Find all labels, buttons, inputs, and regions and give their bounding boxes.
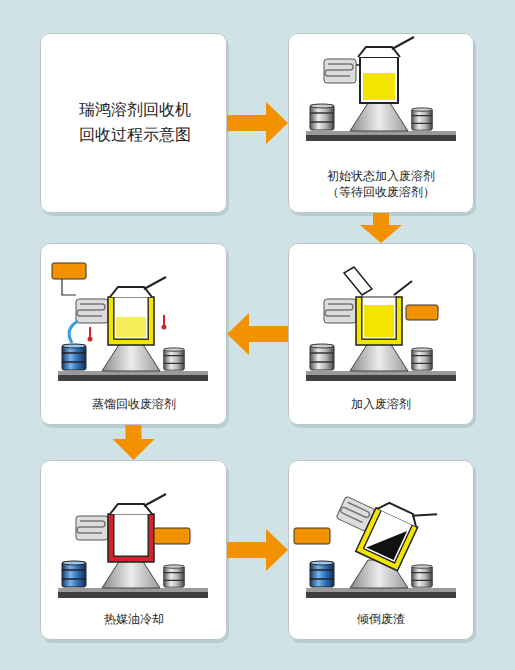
panel-ground bbox=[40, 243, 227, 425]
machine-distilling bbox=[58, 371, 208, 381]
machine-distilling bbox=[76, 299, 112, 323]
machine-initial bbox=[363, 73, 395, 100]
machine-distilling bbox=[69, 321, 78, 343]
machine-distilling bbox=[62, 344, 86, 370]
machine-filling bbox=[364, 305, 394, 337]
machine-filling bbox=[412, 348, 433, 370]
machine-initial bbox=[412, 108, 433, 130]
machine-distilling bbox=[108, 297, 154, 345]
machine-filling bbox=[306, 267, 456, 381]
machine-cooling bbox=[154, 528, 190, 544]
machine-initial bbox=[306, 37, 456, 141]
machine-filling bbox=[350, 343, 408, 371]
machine-initial bbox=[306, 131, 456, 141]
machine-distilling bbox=[110, 277, 166, 297]
step-panel: 蒸馏回收废溶剂 bbox=[40, 243, 227, 425]
machine-distilling bbox=[62, 279, 76, 295]
machine-initial bbox=[350, 103, 408, 131]
machine-filling bbox=[406, 305, 438, 320]
machine-cooling bbox=[62, 561, 86, 587]
machine-filling bbox=[362, 297, 396, 339]
machine-filling bbox=[394, 281, 412, 295]
step-panel: 倾倒废渣 bbox=[288, 460, 474, 640]
machine-filling bbox=[344, 267, 372, 295]
step-panel: 加入废溶剂 bbox=[288, 243, 474, 425]
machine-filling bbox=[310, 344, 334, 370]
machine-cooling bbox=[110, 494, 166, 514]
machine-filling bbox=[356, 297, 402, 345]
machine-dumping bbox=[294, 476, 456, 598]
machine-distilling bbox=[164, 348, 185, 370]
step-panel: 初始状态加入废溶剂（等待回收废溶剂） bbox=[288, 33, 474, 213]
machine-distilling bbox=[116, 317, 146, 337]
machine-distilling bbox=[52, 263, 86, 279]
tilted-tank bbox=[378, 491, 437, 533]
machine-cooling bbox=[58, 588, 208, 598]
step-caption: 瑞鸿溶剂回收机 回收过程示意图 bbox=[79, 98, 194, 148]
flow-arrow bbox=[113, 425, 155, 460]
tilted-tank bbox=[327, 476, 437, 576]
machine-distilling bbox=[114, 297, 148, 339]
step-caption: 蒸馏回收废溶剂 bbox=[92, 396, 176, 412]
machine-distilling bbox=[88, 337, 93, 342]
flow-arrow bbox=[227, 102, 288, 144]
machine-distilling bbox=[102, 343, 160, 371]
step-caption: 初始状态加入废溶剂 bbox=[327, 168, 435, 184]
machine-initial bbox=[324, 59, 360, 83]
machine-dumping bbox=[306, 588, 456, 598]
machine-dumping bbox=[412, 565, 433, 587]
machine-distilling bbox=[52, 263, 208, 381]
flow-arrow bbox=[227, 529, 288, 571]
flow-arrow bbox=[360, 213, 402, 243]
machine-initial bbox=[360, 57, 398, 103]
machine-dumping bbox=[310, 561, 334, 587]
machine-distilling bbox=[89, 327, 91, 337]
panel-ground bbox=[40, 33, 476, 643]
step-caption: 倾倒废渣 bbox=[357, 611, 405, 627]
panel-ground bbox=[40, 33, 227, 213]
tilted-tank bbox=[366, 518, 407, 560]
panel-ground bbox=[288, 243, 474, 425]
machine-filling bbox=[324, 299, 360, 323]
machine-cooling bbox=[76, 516, 112, 540]
step-caption: （等待回收废溶剂） bbox=[327, 184, 435, 200]
machine-cooling bbox=[108, 514, 154, 562]
title-panel: 瑞鸿溶剂回收机 回收过程示意图 bbox=[40, 33, 227, 213]
step-panel: 热媒油冷却 bbox=[40, 460, 227, 640]
machine-initial bbox=[310, 104, 334, 130]
machine-distilling bbox=[163, 315, 165, 325]
machine-cooling bbox=[58, 494, 208, 598]
panel-ground bbox=[40, 460, 227, 640]
machine-dumping bbox=[294, 528, 330, 544]
panel-ground bbox=[288, 460, 474, 640]
machine-cooling bbox=[164, 565, 185, 587]
step-caption: 热媒油冷却 bbox=[104, 611, 164, 627]
panel-ground bbox=[288, 33, 474, 213]
machine-filling bbox=[306, 371, 456, 381]
machine-distilling bbox=[162, 325, 167, 330]
machine-cooling bbox=[114, 514, 148, 556]
flow-arrow bbox=[227, 313, 288, 355]
machine-cooling bbox=[102, 560, 160, 588]
machine-initial bbox=[358, 37, 414, 57]
step-caption: 加入废溶剂 bbox=[351, 396, 411, 412]
